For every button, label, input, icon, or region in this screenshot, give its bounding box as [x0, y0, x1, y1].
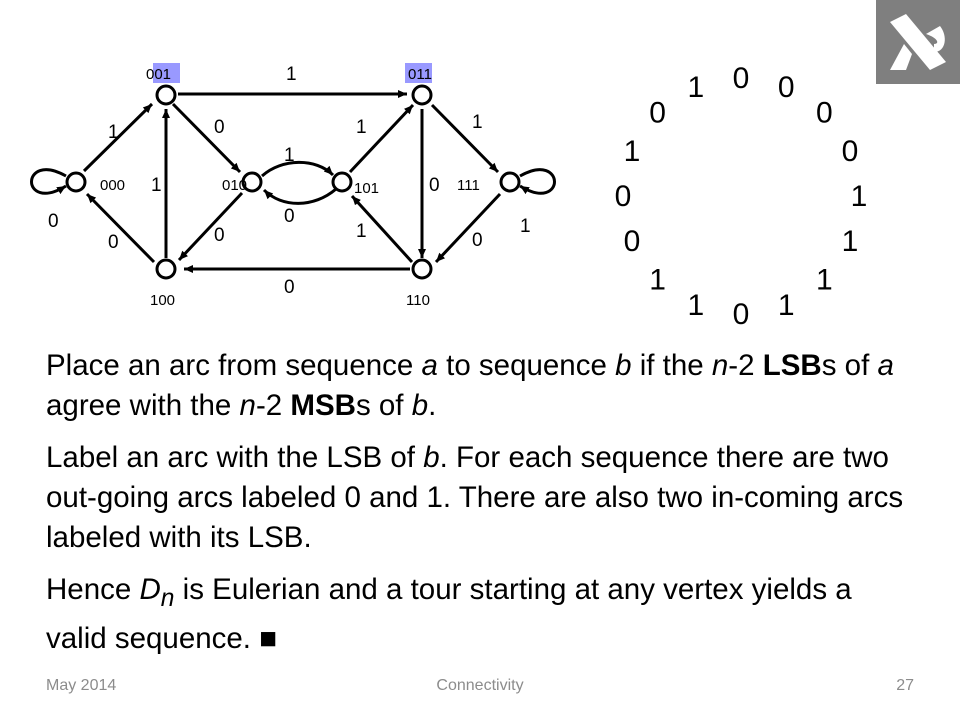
edge-010-101 [260, 160, 335, 178]
edge-000-000 [30, 168, 67, 195]
ring-digit: 1 [624, 135, 641, 168]
ring-digit: 0 [842, 135, 859, 168]
edge-label-111-110: 0 [472, 230, 483, 251]
vertex-label-011: 011 [408, 66, 432, 83]
de-bruijn-graph: 000 001 010 011 100 101 110 111 0 1 1 0 … [30, 63, 556, 309]
edge-101-010 [262, 187, 337, 205]
vertex-label-000: 000 [100, 177, 125, 194]
edge-111-111 [519, 168, 556, 195]
edge-label-000-000: 0 [48, 211, 59, 232]
edge-110-101 [350, 194, 414, 264]
vertex-010 [241, 171, 263, 193]
edge-101-011 [348, 103, 415, 174]
edge-100-000 [85, 192, 156, 264]
ring-digit: 1 [687, 289, 704, 322]
edge-111-110 [434, 192, 502, 264]
edge-label-000-001: 1 [108, 122, 119, 143]
vertex-011 [411, 84, 433, 106]
vertex-label-110: 110 [406, 292, 430, 309]
footer-title: Connectivity [436, 677, 524, 694]
vertex-001 [155, 84, 177, 106]
ring-digit: 0 [624, 225, 641, 258]
ring-digit: 1 [778, 289, 795, 322]
ring-digit: 0 [816, 97, 833, 130]
ring-digit: 0 [615, 180, 632, 213]
slide-number: 27 [896, 677, 914, 694]
paragraph-label-rule: Label an arc with the LSB of b. For each… [46, 441, 904, 554]
edge-label-101-011: 1 [356, 117, 367, 138]
ring-digit: 0 [733, 62, 750, 95]
vertex-label-highlight-011 [405, 63, 432, 83]
logo [876, 0, 960, 84]
ring-digit: 0 [778, 71, 795, 104]
edge-label-010-101: 1 [284, 145, 295, 166]
ring-digit: 1 [687, 71, 704, 104]
edge-label-001-011: 1 [286, 64, 297, 85]
vertex-label-111: 111 [457, 177, 480, 194]
vertex-label-highlight-001 [153, 63, 180, 83]
ring-digit: 0 [733, 298, 750, 331]
edge-010-100 [177, 191, 244, 262]
edge-label-101-010: 0 [284, 206, 295, 227]
paragraph-conclusion: Hence Dn is Eulerian and a tour starting… [46, 573, 852, 655]
ring-digit: 1 [649, 263, 666, 296]
vertex-label-101: 101 [354, 180, 379, 197]
ring-digit: 1 [851, 180, 868, 213]
edge-label-110-101: 1 [356, 221, 367, 242]
end-of-proof-icon: ■ [259, 621, 278, 655]
vertex-100 [155, 258, 177, 280]
vertex-110 [411, 258, 433, 280]
edge-label-010-100: 0 [214, 225, 225, 246]
vertex-label-001: 001 [146, 66, 171, 83]
ring-digit: 0 [649, 97, 666, 130]
vertex-111 [499, 171, 521, 193]
vertex-000 [65, 171, 87, 193]
body-text: Place an arc from sequence a to sequence… [46, 346, 906, 671]
edge-label-110-100: 0 [284, 277, 295, 298]
edge-label-011-110: 0 [429, 175, 440, 196]
footer-date: May 2014 [46, 677, 117, 694]
edge-011-111 [430, 103, 500, 174]
vertex-label-100: 100 [150, 292, 175, 309]
edge-000-001 [82, 102, 154, 173]
edge-label-001-010: 0 [214, 117, 225, 138]
vertex-label-010: 010 [222, 177, 247, 194]
ring-digit: 1 [816, 263, 833, 296]
edge-label-111-111: 1 [520, 216, 531, 237]
paragraph-arc-rule: Place an arc from sequence a to sequence… [46, 349, 894, 422]
edge-label-011-111: 1 [472, 112, 483, 133]
ring-digit: 1 [842, 225, 859, 258]
vertex-101 [331, 171, 353, 193]
edge-label-100-001: 1 [151, 175, 162, 196]
edge-001-010 [171, 102, 242, 174]
edge-label-100-000: 0 [108, 232, 119, 253]
